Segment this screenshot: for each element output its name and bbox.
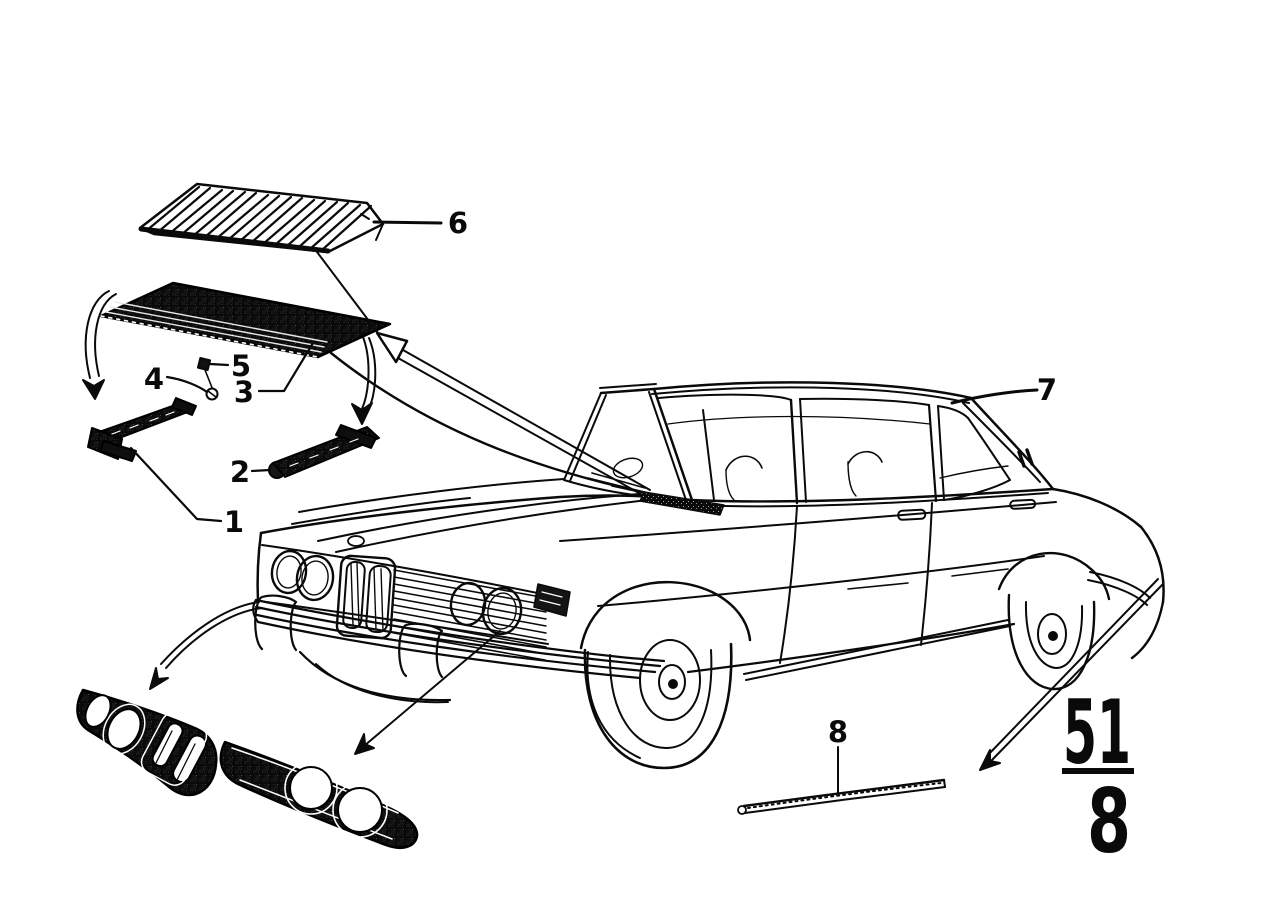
arrow-headlight-to-right-grille bbox=[354, 630, 501, 755]
front-grille-and-lights bbox=[270, 549, 571, 661]
front-bumper bbox=[252, 594, 666, 680]
kidney-grille bbox=[335, 554, 397, 640]
leader-line-5 bbox=[208, 362, 230, 367]
leader-line-6 bbox=[372, 220, 443, 225]
callout-3-label: 3 bbox=[234, 375, 254, 409]
callout-6-label: 6 bbox=[448, 206, 468, 240]
part-5-clip bbox=[196, 356, 214, 391]
leader-line-4 bbox=[165, 375, 209, 394]
front-wheel bbox=[583, 639, 733, 770]
section-badge: 51 8 bbox=[1062, 681, 1134, 873]
leader-line-3 bbox=[257, 341, 315, 393]
car-body bbox=[252, 381, 1165, 759]
section-badge-divider bbox=[1062, 768, 1134, 774]
arrow-rocker-to-part8 bbox=[979, 578, 1164, 771]
c-pillar-badge bbox=[1017, 448, 1034, 468]
grille-left-section bbox=[76, 688, 218, 797]
leader-part6-to-arrow bbox=[313, 247, 379, 334]
callout-7-label: 7 bbox=[1037, 373, 1057, 407]
arrow-cowl-to-mat bbox=[375, 331, 651, 498]
leader-line-2 bbox=[250, 468, 272, 473]
callout-1-label: 1 bbox=[224, 505, 244, 539]
roof-drip-rail-moulding bbox=[651, 386, 970, 404]
part-4-screw bbox=[205, 387, 219, 401]
part-8-sill-moulding bbox=[737, 778, 946, 815]
section-page-number: 8 bbox=[1087, 770, 1131, 873]
arrow-mat-to-part1 bbox=[82, 290, 117, 400]
leader-line-7 bbox=[950, 388, 1039, 405]
callout-8-label: 8 bbox=[828, 715, 848, 749]
arrow-bumper-to-left-grille bbox=[149, 601, 263, 690]
callout-4-label: 4 bbox=[144, 362, 164, 396]
grille-right-section bbox=[219, 740, 419, 849]
leader-line-1 bbox=[129, 446, 223, 523]
leader-mat-to-cowl bbox=[329, 351, 649, 495]
rocker-panel-moulding bbox=[743, 619, 1009, 675]
rear-wheel bbox=[1007, 593, 1096, 691]
callout-5-label: 5 bbox=[231, 349, 251, 383]
part-1-trim-strip bbox=[87, 397, 197, 462]
part-6-ribbed-cover bbox=[138, 182, 385, 254]
cowl-vent-panel bbox=[639, 491, 725, 516]
car-illustration bbox=[252, 381, 1165, 770]
part-3-insulation-mat bbox=[99, 281, 392, 359]
rear-fender-moulding bbox=[1089, 571, 1151, 599]
callout-2-label: 2 bbox=[230, 455, 250, 489]
section-group-number: 51 bbox=[1063, 681, 1131, 784]
arrow-mat-to-part2 bbox=[351, 336, 377, 425]
hood-roundel bbox=[347, 535, 365, 547]
part-2-trim-strip bbox=[268, 424, 380, 479]
